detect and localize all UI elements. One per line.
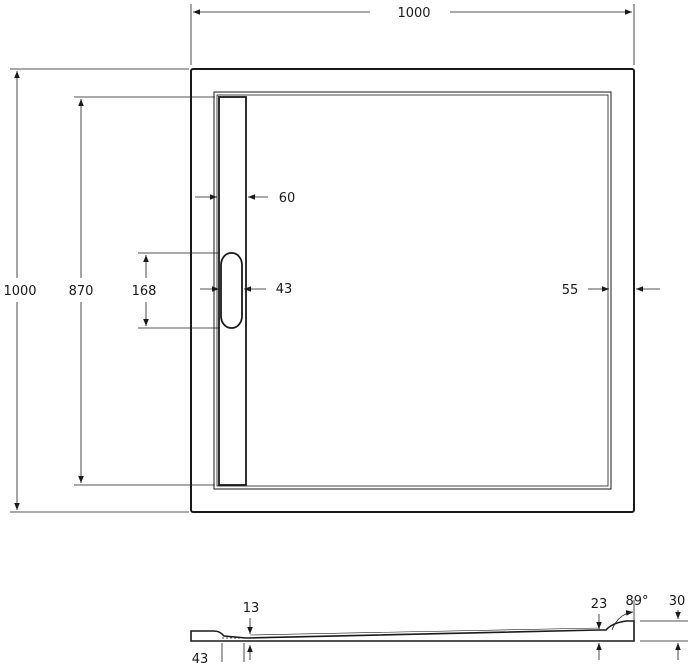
dim-recess-width-label: 43 xyxy=(192,652,209,667)
dim-outlet-width: 43 xyxy=(200,282,292,297)
tray-profile xyxy=(190,620,635,642)
dim-outlet-width-label: 43 xyxy=(276,282,293,297)
dim-rim-width: 55 xyxy=(562,283,660,298)
side-view: 13 43 23 89° 30 xyxy=(190,594,688,667)
dim-outlet-height-label: 168 xyxy=(132,284,157,299)
dim-rim-width-label: 55 xyxy=(562,283,579,298)
top-view: 1000 1000 870 168 xyxy=(3,4,660,513)
dim-overall-width-label: 1000 xyxy=(397,6,430,21)
dim-overall-height-label: 1000 xyxy=(3,284,36,299)
dim-drain-width: 60 xyxy=(195,190,295,206)
dim-edge-thickness-label: 13 xyxy=(243,601,260,616)
tray-outline xyxy=(190,68,635,513)
basin-outline xyxy=(213,91,612,490)
drain-outlet xyxy=(220,252,243,329)
slope-line xyxy=(249,627,601,636)
dim-recess-width: 43 xyxy=(192,643,245,667)
dim-rim-height-label: 23 xyxy=(591,597,608,612)
dim-rim-height: 23 xyxy=(591,597,608,660)
dim-drain-width-label: 60 xyxy=(279,191,296,206)
dim-angle: 89° xyxy=(611,594,649,631)
dim-angle-label: 89° xyxy=(625,594,648,609)
dim-outlet-height: 168 xyxy=(132,252,220,329)
dim-total-height-label: 30 xyxy=(669,594,686,609)
dim-overall-height: 1000 xyxy=(3,68,189,513)
dim-inner-length-label: 870 xyxy=(69,284,94,299)
dim-inner-length: 870 xyxy=(69,96,215,486)
dim-total-height: 30 xyxy=(640,594,688,660)
dim-overall-width: 1000 xyxy=(190,4,635,65)
dim-edge-thickness: 13 xyxy=(243,601,260,660)
